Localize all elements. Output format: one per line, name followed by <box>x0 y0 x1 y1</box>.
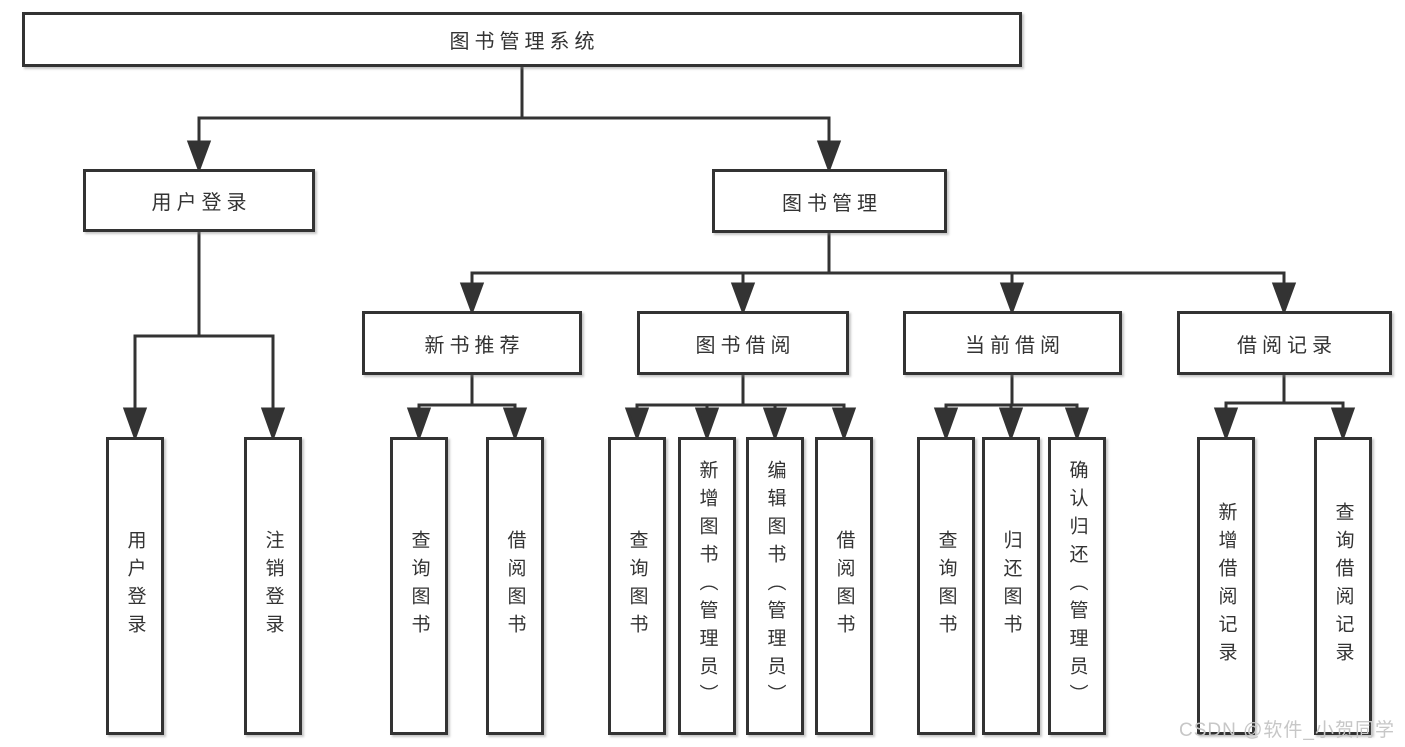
connectors-borrow-records-children <box>1213 373 1356 442</box>
arrow-down-icon <box>831 407 857 442</box>
node-label: 确认归还（管理员） <box>1066 460 1088 712</box>
leaf-edit-book-admin: 编辑图书（管理员） <box>746 437 804 735</box>
node-label: 查询图书 <box>408 530 430 642</box>
leaf-query-books-current: 查询图书 <box>917 437 975 735</box>
node-user-login: 用户登录 <box>83 169 315 232</box>
node-root-system: 图书管理系统 <box>22 12 1022 67</box>
arrow-down-icon <box>933 407 959 442</box>
leaf-add-borrow-record: 新增借阅记录 <box>1197 437 1255 735</box>
node-label: 借阅记录 <box>1237 334 1337 357</box>
node-label: 用户登录 <box>151 192 252 214</box>
connectors-user-login-children <box>122 230 286 442</box>
node-borrow-records: 借阅记录 <box>1177 311 1392 375</box>
arrow-down-icon <box>998 407 1024 442</box>
leaf-query-books-borrow: 查询图书 <box>608 437 666 735</box>
connectors-book-borrow-children <box>624 373 857 442</box>
connectors-new-books-children <box>406 373 528 442</box>
node-label: 查询图书 <box>626 530 648 642</box>
node-label: 当前借阅 <box>965 334 1065 357</box>
leaf-confirm-return-admin: 确认归还（管理员） <box>1048 437 1106 735</box>
leaf-user-login: 用户登录 <box>106 437 164 735</box>
connectors-current-borrow-children <box>933 373 1090 442</box>
node-book-borrow: 图书借阅 <box>637 311 849 375</box>
node-current-borrow: 当前借阅 <box>903 311 1122 375</box>
arrow-down-icon <box>1271 282 1297 316</box>
arrow-down-icon <box>762 407 788 442</box>
arrow-down-icon <box>406 407 432 442</box>
node-label: 查询图书 <box>935 530 957 642</box>
node-label: 借阅图书 <box>833 530 855 642</box>
node-label: 图书借阅 <box>695 334 796 357</box>
leaf-add-book-admin: 新增图书（管理员） <box>678 437 736 735</box>
arrow-down-icon <box>459 282 485 316</box>
node-label: 编辑图书（管理员） <box>764 460 786 712</box>
arrow-down-icon <box>730 282 756 316</box>
arrow-down-icon <box>1064 407 1090 442</box>
node-new-book-recommend: 新书推荐 <box>362 311 582 375</box>
leaf-query-borrow-record: 查询借阅记录 <box>1314 437 1372 735</box>
connectors-book-management-children <box>459 230 1297 316</box>
node-label: 查询借阅记录 <box>1332 502 1354 670</box>
node-label: 新增借阅记录 <box>1215 502 1237 670</box>
leaf-logout: 注销登录 <box>244 437 302 735</box>
node-label: 新增图书（管理员） <box>696 460 718 712</box>
arrow-down-icon <box>186 140 212 174</box>
node-label: 归还图书 <box>1000 530 1022 642</box>
arrow-down-icon <box>122 407 148 442</box>
csdn-watermark: CSDN @软件_小贺同学 <box>1179 720 1395 741</box>
node-label: 图书管理系统 <box>449 31 600 53</box>
arrow-down-icon <box>999 282 1025 316</box>
arrow-down-icon <box>624 407 650 442</box>
leaf-borrow-books: 借阅图书 <box>815 437 873 735</box>
node-label: 用户登录 <box>124 530 146 642</box>
node-label: 图书管理 <box>782 192 882 215</box>
node-label: 借阅图书 <box>504 530 526 642</box>
arrow-down-icon <box>816 140 842 174</box>
node-label: 新书推荐 <box>424 334 525 357</box>
connectors-root-to-level2 <box>186 65 842 174</box>
node-label: 注销登录 <box>262 530 284 642</box>
leaf-return-books: 归还图书 <box>982 437 1040 735</box>
arrow-down-icon <box>1213 407 1239 442</box>
arrow-down-icon <box>502 407 528 442</box>
arrow-down-icon <box>694 407 720 442</box>
arrow-down-icon <box>260 407 286 442</box>
leaf-query-books-recommend: 查询图书 <box>390 437 448 735</box>
node-book-management: 图书管理 <box>712 169 947 233</box>
arrow-down-icon <box>1330 407 1356 442</box>
leaf-borrow-books-recommend: 借阅图书 <box>486 437 544 735</box>
